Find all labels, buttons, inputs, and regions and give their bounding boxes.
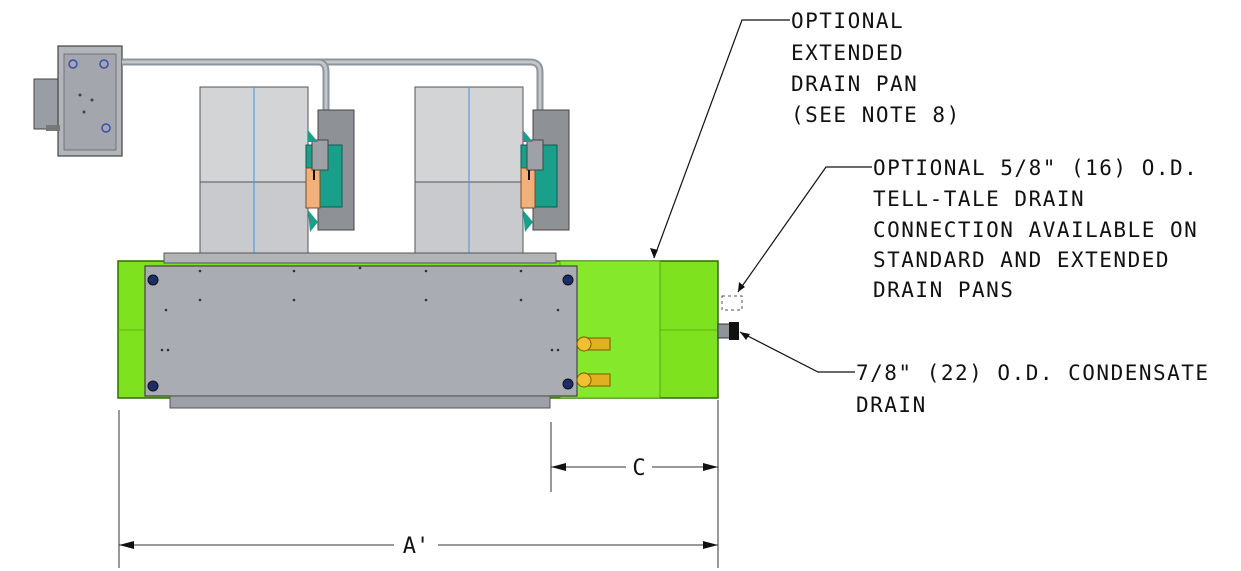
top-flange — [163, 252, 557, 264]
leader-extended-drain-pan — [653, 19, 790, 259]
callout-extended-drain-pan: OPTIONAL EXTENDED DRAIN PAN (SEE NOTE 8) — [791, 9, 961, 127]
control-box-icon — [33, 45, 123, 157]
callout-line: (SEE NOTE 8) — [791, 103, 961, 127]
callout-line: 7/8" (22) O.D. CONDENSATE — [856, 361, 1210, 385]
callout-line: CONNECTION AVAILABLE ON — [873, 218, 1198, 242]
valve-icon — [576, 336, 611, 352]
piping — [122, 58, 544, 120]
callout-condensate-drain: 7/8" (22) O.D. CONDENSATE DRAIN — [856, 361, 1224, 417]
callout-line: OPTIONAL 5/8" (16) O.D. — [873, 156, 1198, 180]
dimension-c-label: C — [632, 456, 645, 481]
callout-line: TELL-TALE DRAIN — [873, 187, 1085, 211]
callout-line: STANDARD AND EXTENDED — [873, 248, 1170, 272]
callout-line: DRAIN PAN — [791, 72, 918, 96]
callout-tell-tale-drain: OPTIONAL 5/8" (16) O.D. TELL-TALE DRAIN … — [873, 156, 1212, 302]
motor-icon — [520, 109, 570, 232]
unit-housing — [144, 265, 578, 409]
leader-condensate-drain — [739, 331, 855, 373]
valve-icon — [576, 372, 611, 388]
dimension-a: A' — [119, 534, 718, 559]
blower-icon — [414, 86, 524, 258]
drain-connection-icon — [717, 295, 743, 340]
dimension-c: C — [551, 456, 718, 481]
leader-tell-tale-drain — [737, 166, 872, 293]
motor-icon — [305, 109, 355, 232]
callout-line: DRAIN — [856, 393, 927, 417]
callout-line: OPTIONAL — [791, 9, 904, 33]
callout-line: DRAIN PANS — [873, 278, 1014, 302]
dimension-a-label: A' — [403, 534, 430, 559]
callout-line: EXTENDED — [791, 41, 904, 65]
blower-icon — [199, 86, 309, 258]
